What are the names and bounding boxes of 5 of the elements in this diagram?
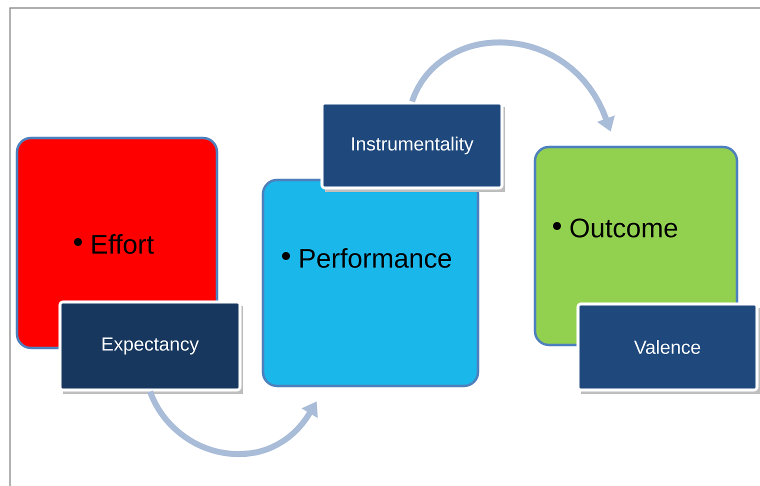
label-box: Instrumentality: [320, 102, 504, 190]
curved-arrow: [147, 390, 318, 458]
label-box: Valence: [576, 302, 758, 392]
process-box: Performance: [262, 178, 480, 388]
label-box: Expectancy: [58, 300, 242, 392]
